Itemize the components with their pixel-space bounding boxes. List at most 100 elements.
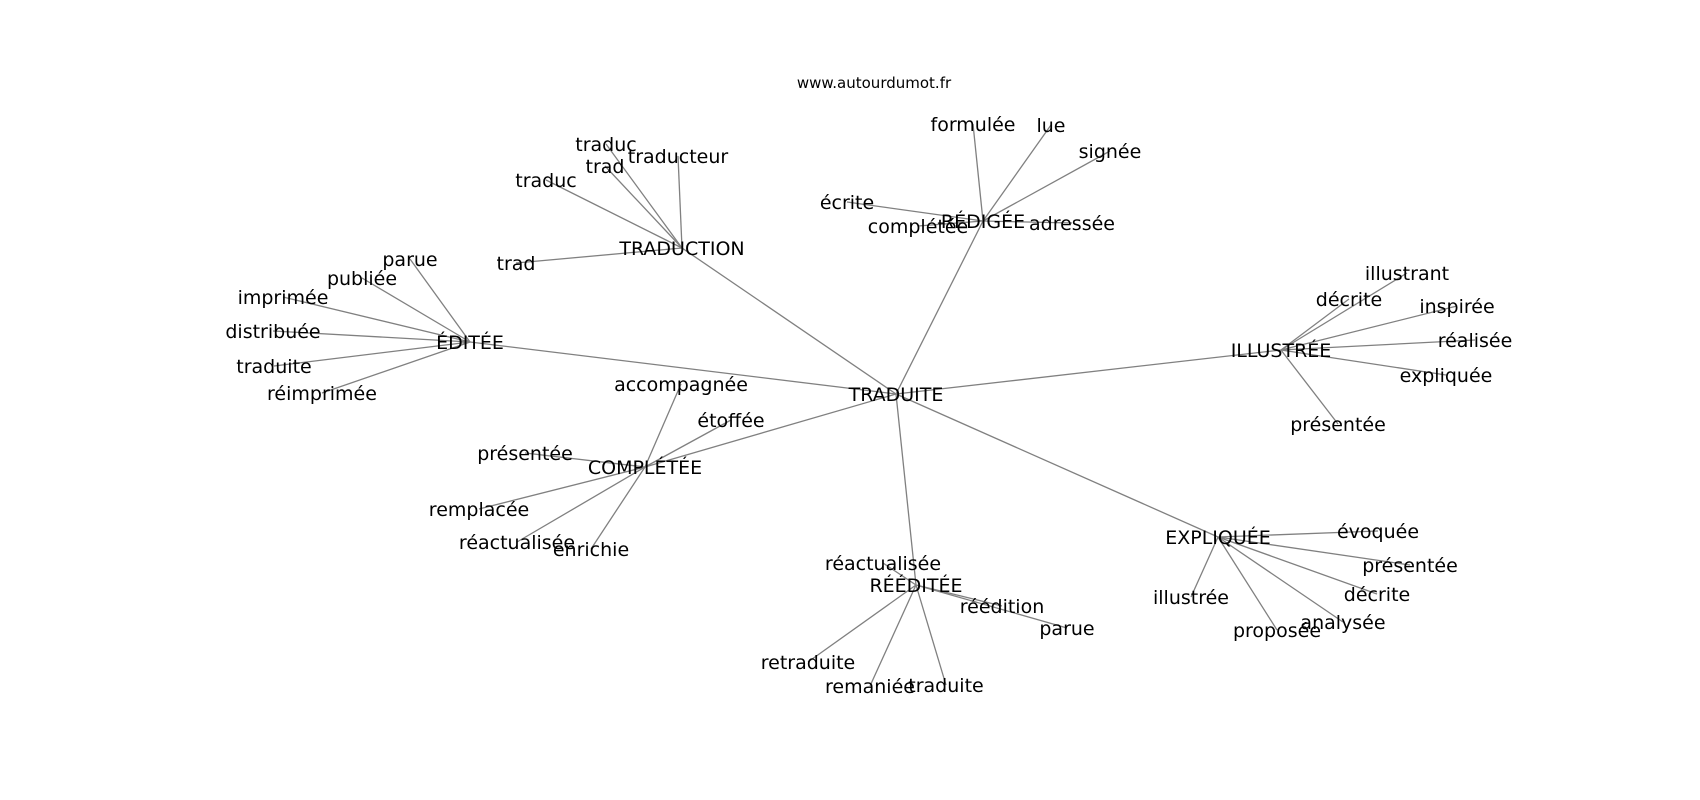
edge-hub-to-word	[1217, 530, 1379, 538]
word-node[interactable]: accompagnée	[614, 374, 748, 396]
edge-hub-to-word	[1217, 536, 1378, 595]
edge-hub-to-word	[272, 330, 471, 343]
hub-node[interactable]: ILLUSTRÉE	[1231, 339, 1332, 362]
edge-hub-to-word	[807, 584, 917, 663]
word-node[interactable]: présentée	[1290, 414, 1386, 436]
edge-hub-to-word	[1217, 536, 1278, 631]
edge-hub-to-word	[516, 466, 646, 543]
word-node[interactable]: illustrant	[1365, 263, 1449, 285]
edge-hub-to-word	[982, 124, 1052, 222]
word-node[interactable]: illustrée	[1153, 587, 1229, 609]
edge-hub-to-word	[1280, 298, 1350, 351]
word-node[interactable]: présentée	[477, 443, 573, 465]
edge-hub-to-word	[972, 123, 984, 222]
edge-hub-to-word	[1280, 349, 1447, 376]
word-node[interactable]: décrite	[1344, 584, 1410, 606]
word-node[interactable]: analysée	[1300, 612, 1385, 634]
word-node[interactable]: traduc	[515, 170, 576, 192]
edge-hub-to-word	[321, 341, 471, 394]
word-node[interactable]: présentée	[1362, 555, 1458, 577]
word-node[interactable]: lue	[1036, 115, 1065, 137]
word-node[interactable]: remaniée	[825, 676, 915, 698]
edge-hub-to-word	[1217, 536, 1344, 623]
word-node[interactable]: distribuée	[225, 321, 320, 343]
word-node[interactable]: proposée	[1233, 620, 1321, 642]
word-node[interactable]: complétée	[868, 216, 968, 238]
edge-hub-to-word	[1280, 339, 1476, 351]
edge-hub-to-word	[982, 150, 1111, 222]
edge-hub-to-word	[515, 247, 683, 264]
edge-hub-to-word	[590, 466, 646, 550]
edge-hub-to-word	[644, 419, 732, 468]
edge-center-to-hub	[681, 247, 897, 395]
edge-hub-to-word	[982, 220, 1073, 224]
hub-node[interactable]: RÉÉDITÉE	[869, 574, 962, 597]
word-node[interactable]: expliquée	[1400, 365, 1493, 387]
word-node[interactable]: traduite	[908, 675, 983, 697]
edge-hub-to-word	[545, 179, 683, 249]
word-node[interactable]: réactualisée	[825, 553, 941, 575]
edge-hub-to-word	[1217, 536, 1411, 566]
word-node[interactable]: adressée	[1029, 213, 1115, 235]
edge-center-to-hub	[644, 393, 897, 468]
hub-node[interactable]: COMPLÉTÉE	[588, 456, 702, 479]
edge-layer	[272, 123, 1476, 687]
word-node[interactable]: écrite	[820, 192, 874, 214]
word-node[interactable]: réédition	[960, 596, 1045, 618]
edge-center-to-hub	[895, 393, 1219, 538]
edge-hub-to-word	[915, 584, 947, 686]
edge-hub-to-word	[644, 383, 682, 468]
edge-hub-to-word	[524, 452, 646, 468]
edge-hub-to-word	[1280, 305, 1458, 351]
edge-center-to-hub	[895, 349, 1282, 395]
word-node[interactable]: évoquée	[1337, 521, 1419, 543]
hub-node[interactable]: RÉDIGÉE	[941, 210, 1025, 233]
edge-hub-to-word	[605, 143, 683, 249]
edge-hub-to-word	[917, 220, 984, 227]
word-node[interactable]: imprimée	[238, 287, 329, 309]
edge-hub-to-word	[1190, 536, 1219, 598]
edge-hub-to-word	[869, 584, 917, 687]
word-node[interactable]: publiée	[327, 268, 397, 290]
word-node[interactable]: réactualisée	[459, 532, 575, 554]
word-node[interactable]: signée	[1079, 141, 1142, 163]
word-node[interactable]: parue	[382, 249, 437, 271]
edge-hub-to-word	[882, 562, 917, 586]
word-node[interactable]: traduite	[236, 356, 311, 378]
edge-center-to-hub	[895, 393, 917, 586]
hub-node[interactable]: EXPLIQUÉE	[1165, 526, 1271, 549]
edge-hub-to-word	[361, 277, 471, 343]
word-node[interactable]: retraduite	[761, 652, 856, 674]
source-watermark: www.autourdumot.fr	[797, 74, 952, 92]
word-node[interactable]: inspirée	[1419, 296, 1494, 318]
word-node[interactable]: réalisée	[1438, 330, 1513, 352]
edge-hub-to-word	[273, 341, 471, 367]
word-node[interactable]: trad	[497, 253, 536, 275]
edge-hub-to-word	[1280, 349, 1339, 425]
edge-hub-to-word	[677, 155, 683, 249]
center-node[interactable]: TRADUITE	[848, 384, 944, 406]
word-node[interactable]: traduc	[575, 134, 636, 156]
word-node[interactable]: enrichie	[553, 539, 629, 561]
edge-hub-to-word	[915, 584, 1068, 629]
word-node[interactable]: trad	[586, 156, 625, 178]
edge-center-to-hub	[895, 220, 984, 395]
hub-node[interactable]: TRADUCTION	[618, 238, 744, 260]
edge-hub-to-word	[478, 466, 646, 510]
word-node[interactable]: réimprimée	[267, 383, 377, 405]
edge-hub-to-word	[1280, 272, 1408, 351]
word-node[interactable]: remplacée	[429, 499, 529, 521]
word-node[interactable]: parue	[1039, 618, 1094, 640]
edge-hub-to-word	[282, 296, 471, 343]
word-node[interactable]: décrite	[1316, 289, 1382, 311]
edge-hub-to-word	[604, 165, 683, 249]
hub-node[interactable]: ÉDITÉE	[436, 331, 504, 354]
edge-hub-to-word	[846, 201, 984, 222]
word-node[interactable]: traducteur	[628, 146, 729, 168]
edge-hub-to-word	[409, 258, 471, 343]
word-node[interactable]: formulée	[931, 114, 1016, 136]
edge-center-to-hub	[469, 341, 897, 395]
word-node[interactable]: étoffée	[697, 410, 764, 432]
